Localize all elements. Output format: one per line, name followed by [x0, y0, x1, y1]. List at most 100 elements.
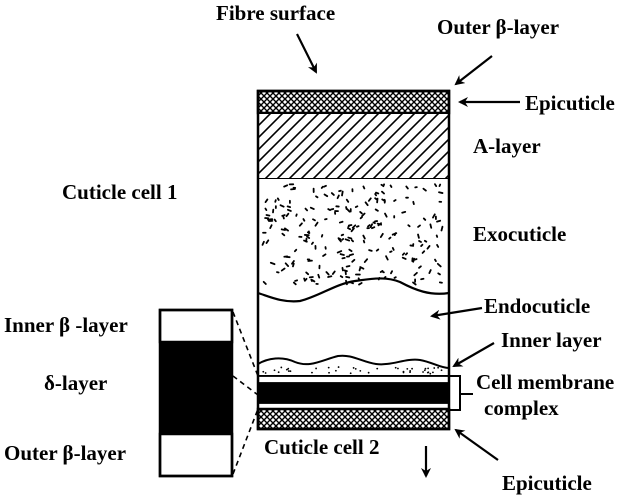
- exocuticle-speckle: [312, 218, 316, 222]
- exocuticle-speckle: [306, 231, 311, 234]
- exocuticle-speckle: [292, 281, 297, 286]
- inner-layer-speckle: [432, 371, 434, 374]
- inner-layer-speckle: [440, 369, 443, 372]
- exocuticle-speckle: [359, 211, 363, 215]
- exocuticle-speckle: [341, 238, 345, 241]
- exocuticle-speckle: [358, 267, 362, 272]
- exocuticle-speckle: [341, 256, 346, 260]
- exocuticle-speckle: [286, 208, 292, 212]
- inner-layer-speckle: [424, 367, 427, 370]
- exocuticle-speckle: [305, 271, 310, 276]
- exocuticle-speckle: [405, 185, 409, 190]
- arrow-endocuticle: [430, 306, 483, 320]
- label-cuticle-cell-1: Cuticle cell 1: [62, 180, 177, 204]
- exocuticle-speckle: [426, 245, 431, 250]
- exocuticle-speckle: [374, 193, 378, 197]
- exocuticle-speckle: [407, 224, 411, 228]
- exocuticle-speckle: [379, 232, 384, 238]
- exocuticle-speckle: [306, 235, 311, 239]
- exocuticle-speckle: [384, 212, 388, 218]
- exocuticle-speckle: [385, 255, 389, 261]
- exocuticle-speckle: [262, 280, 267, 285]
- exocuticle-speckle: [320, 234, 324, 238]
- cmc-inset: [158, 308, 259, 478]
- exocuticle-speckle: [327, 208, 331, 212]
- exocuticle-speckle: [317, 273, 321, 279]
- inner-layer-speckle: [376, 367, 379, 370]
- inner-layer-speckle: [311, 371, 313, 374]
- exocuticle-speckle: [336, 250, 343, 254]
- exocuticle-speckle: [280, 228, 286, 231]
- inset-outer-beta: [158, 432, 234, 478]
- exocuticle-speckle: [303, 277, 306, 282]
- exocuticle-speckle: [345, 198, 350, 203]
- inset-inner-beta: [158, 308, 234, 344]
- exocuticle-speckle: [436, 262, 442, 268]
- exocuticle-speckle: [422, 187, 427, 192]
- exocuticle-speckle: [369, 223, 374, 229]
- inner-layer-speckle: [315, 367, 317, 370]
- exocuticle-speckle: [315, 195, 319, 199]
- exocuticle-speckle: [293, 248, 298, 253]
- inner-layer-speckle: [287, 367, 290, 370]
- exocuticle-speckle: [363, 258, 369, 263]
- inner-layer-speckle: [423, 369, 426, 372]
- inner-layer-speckle: [337, 366, 340, 368]
- exocuticle-speckle: [361, 212, 366, 217]
- exocuticle-speckle: [362, 234, 366, 240]
- inner-layer-speckle: [327, 366, 330, 369]
- exocuticle-speckle: [368, 249, 373, 252]
- arrows: [296, 33, 520, 478]
- exocuticle-speckle: [280, 267, 286, 272]
- exocuticle-speckle: [391, 247, 395, 251]
- label-cuticle-cell-2: Cuticle cell 2: [264, 435, 379, 459]
- inner-layer-speckle: [359, 369, 362, 372]
- exocuticle-speckle: [285, 212, 290, 218]
- exocuticle-speckle: [423, 239, 428, 243]
- labels: Fibre surface Outer β-layer Epicuticle A…: [4, 1, 615, 495]
- fibre-column: [256, 89, 451, 431]
- exocuticle-speckle: [298, 222, 303, 227]
- inner-layer-speckle: [411, 367, 413, 370]
- inner-layer-speckle: [397, 367, 399, 370]
- exocuticle-speckle: [338, 220, 344, 224]
- label-outer-beta-bottom: Outer β-layer: [4, 441, 126, 465]
- exocuticle-speckle: [325, 271, 330, 276]
- exocuticle-speckle: [281, 214, 286, 217]
- exocuticle-speckle: [323, 184, 327, 188]
- exocuticle-speckle: [428, 269, 432, 274]
- inner-layer-speckle: [429, 372, 432, 375]
- exocuticle-speckle: [336, 194, 340, 200]
- exocuticle-speckle: [374, 208, 379, 212]
- exocuticle-speckle: [381, 190, 385, 195]
- exocuticle-speckle: [330, 208, 335, 211]
- exocuticle-speckle: [265, 214, 271, 217]
- exocuticle-speckle: [261, 240, 265, 246]
- zoom-line-top: [232, 311, 259, 377]
- exocuticle-speckle: [264, 198, 269, 204]
- exocuticle-speckle: [292, 262, 295, 268]
- inner-layer-speckle: [264, 372, 267, 374]
- inner-layer-speckle: [427, 371, 430, 374]
- inner-layer-speckle: [433, 367, 436, 369]
- exocuticle-speckle: [367, 224, 371, 228]
- inner-layer-speckle: [289, 370, 292, 373]
- arrow-epicuticle-bottom: [454, 428, 499, 461]
- epicuticle-top-band: [256, 89, 451, 115]
- label-endocuticle: Endocuticle: [484, 294, 590, 318]
- exocuticle-speckle: [350, 227, 355, 233]
- exocuticle-speckle: [401, 256, 407, 260]
- inner-layer-wave: [257, 354, 450, 377]
- exocuticle-speckle: [405, 252, 408, 256]
- exocuticle-speckle: [412, 281, 417, 286]
- inner-layer-speckle: [367, 371, 370, 374]
- exocuticle-speckle: [281, 232, 286, 237]
- inset-delta: [160, 342, 232, 434]
- exocuticle-speckle: [401, 211, 407, 214]
- exocuticle-speckle: [304, 207, 309, 212]
- label-a-layer: A-layer: [473, 134, 541, 158]
- arrow-outer-beta-top: [454, 55, 493, 86]
- exocuticle-speckle: [413, 271, 418, 277]
- inner-layer-speckle: [277, 371, 280, 374]
